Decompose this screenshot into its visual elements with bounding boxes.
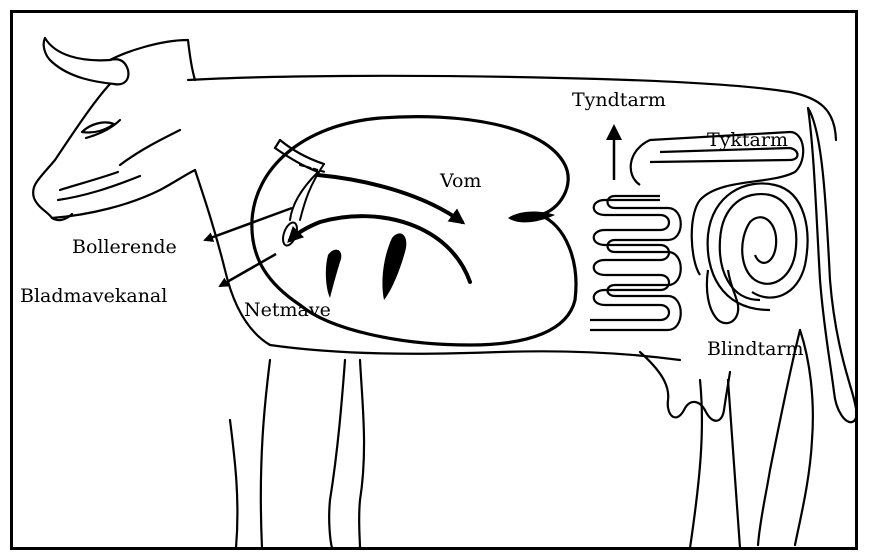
- reticulum-fold-1: [326, 250, 342, 298]
- label-bladmavekanal: Bladmavekanal: [20, 285, 167, 307]
- arrow-bollerende: [205, 208, 292, 240]
- label-tyndtarm: Tyndtarm: [572, 89, 666, 111]
- label-blindtarm: Blindtarm: [707, 338, 804, 360]
- reticulum-fold-2: [382, 233, 406, 300]
- label-vom: Vom: [439, 170, 481, 192]
- small-intestine: [590, 200, 669, 320]
- face-outline: [33, 84, 110, 220]
- horn-outline: [44, 38, 129, 84]
- label-netmave: Netmave: [244, 299, 331, 321]
- label-tyktarm: Tyktarm: [707, 129, 788, 151]
- flow-arrow-back: [290, 216, 470, 282]
- belly-outline: [270, 345, 680, 360]
- cecum: [707, 270, 738, 323]
- jaw-outline: [52, 170, 195, 218]
- udder: [640, 352, 730, 421]
- tail: [808, 108, 856, 422]
- head-outline: [110, 40, 195, 80]
- label-bollerende: Bollerende: [72, 236, 177, 258]
- arrow-bladmavekanal: [220, 254, 276, 286]
